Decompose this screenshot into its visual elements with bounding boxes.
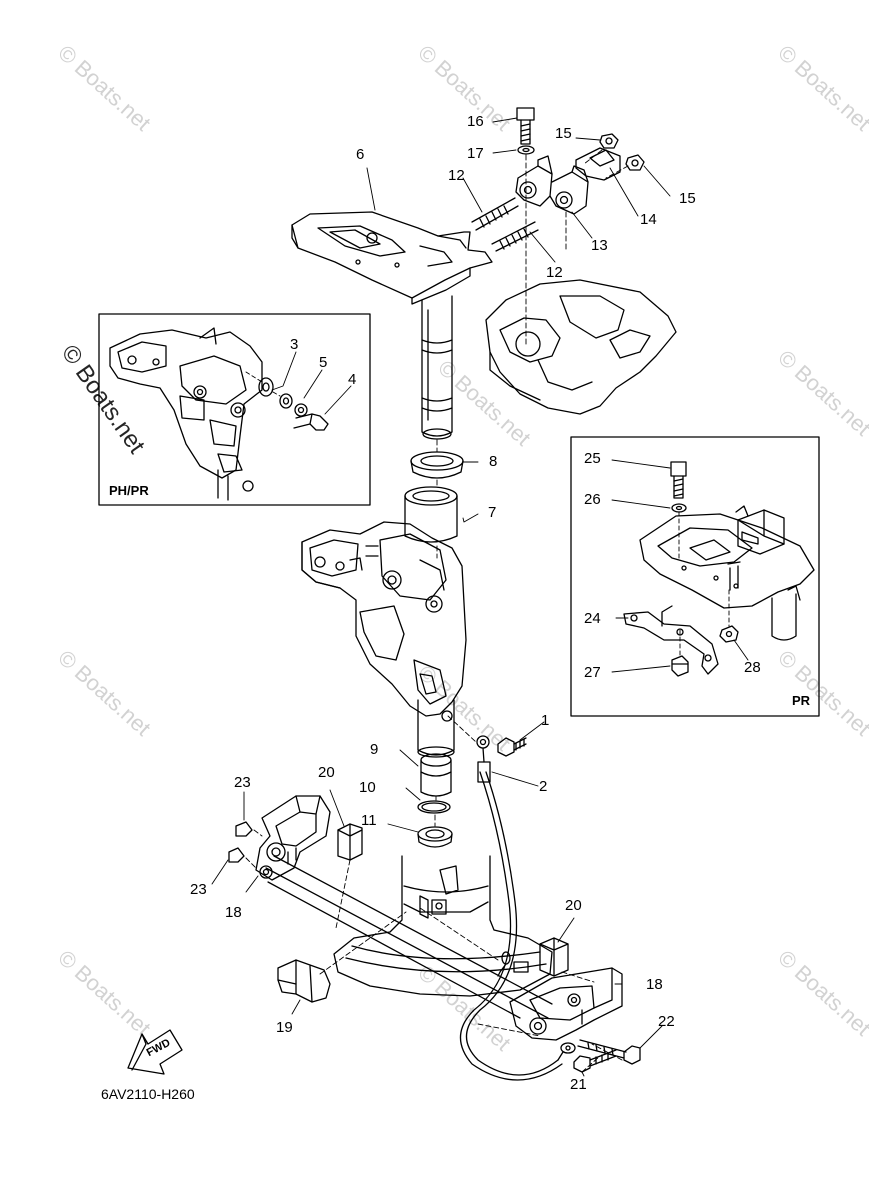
bushing-part-8 <box>410 451 464 479</box>
callout-12b: 12 <box>546 264 563 281</box>
callout-18b: 18 <box>646 976 663 993</box>
callout-11: 11 <box>361 812 377 829</box>
inset-box-ph-pr <box>98 313 371 506</box>
clamp-bracket-part-18-right <box>509 967 623 1041</box>
upper-casing <box>485 279 677 415</box>
callout-7: 7 <box>488 504 497 521</box>
callout-19: 19 <box>276 1019 293 1036</box>
callout-5: 5 <box>319 354 328 371</box>
steering-bracket-part-6 <box>291 211 493 440</box>
fwd-arrow-icon <box>127 1029 183 1075</box>
callout-15b: 15 <box>679 190 696 207</box>
callout-26: 26 <box>584 491 601 508</box>
callout-21: 21 <box>570 1076 587 1093</box>
callout-1: 1 <box>541 712 550 729</box>
inset-label-pr: PR <box>792 693 811 708</box>
callout-15a: 15 <box>555 125 572 142</box>
callout-6: 6 <box>356 146 365 163</box>
bushing-part-7 <box>404 486 458 543</box>
lower-casing <box>333 855 553 997</box>
callout-16: 16 <box>467 113 484 130</box>
callout-27: 27 <box>584 664 601 681</box>
bolt-part-21 <box>573 1049 617 1073</box>
pad-part-20-left <box>337 823 363 861</box>
inset-box-pr <box>570 436 820 717</box>
ground-wire-part-2 <box>459 735 576 1081</box>
washer-part-23 <box>228 821 253 863</box>
callout-17: 17 <box>467 145 484 162</box>
callout-4: 4 <box>348 371 357 388</box>
inset-label-ph-pr: PH/PR <box>109 483 149 498</box>
callout-12a: 12 <box>448 167 465 184</box>
callout-2: 2 <box>539 778 548 795</box>
diagram-code: 6AV2110-H260 <box>101 1086 195 1102</box>
callout-13: 13 <box>591 237 608 254</box>
pad-part-19 <box>277 959 331 1003</box>
o-ring-part-10 <box>417 800 451 814</box>
bolt-part-1 <box>497 737 527 757</box>
callout-22: 22 <box>658 1013 675 1030</box>
callout-18a: 18 <box>225 904 242 921</box>
callout-20b: 20 <box>565 897 582 914</box>
callout-23a: 23 <box>234 774 251 791</box>
callout-14: 14 <box>640 211 657 228</box>
pad-part-20-right <box>539 937 569 977</box>
bushing-part-9 <box>420 753 452 797</box>
mount-clamp-parts <box>471 107 645 346</box>
swivel-bracket <box>301 521 467 758</box>
clamp-bracket-part-18-left <box>255 795 331 881</box>
callout-23b: 23 <box>190 881 207 898</box>
callout-24: 24 <box>584 610 601 627</box>
callout-8: 8 <box>489 453 498 470</box>
callout-28: 28 <box>744 659 761 676</box>
clamp-tube <box>265 855 553 1019</box>
callout-3: 3 <box>290 336 299 353</box>
callout-25: 25 <box>584 450 601 467</box>
callout-10: 10 <box>359 779 376 796</box>
leader-lines <box>211 117 749 1077</box>
bolt-part-22 <box>577 1039 641 1065</box>
callout-20a: 20 <box>318 764 335 781</box>
seal-part-11 <box>417 826 453 848</box>
callout-9: 9 <box>370 741 379 758</box>
